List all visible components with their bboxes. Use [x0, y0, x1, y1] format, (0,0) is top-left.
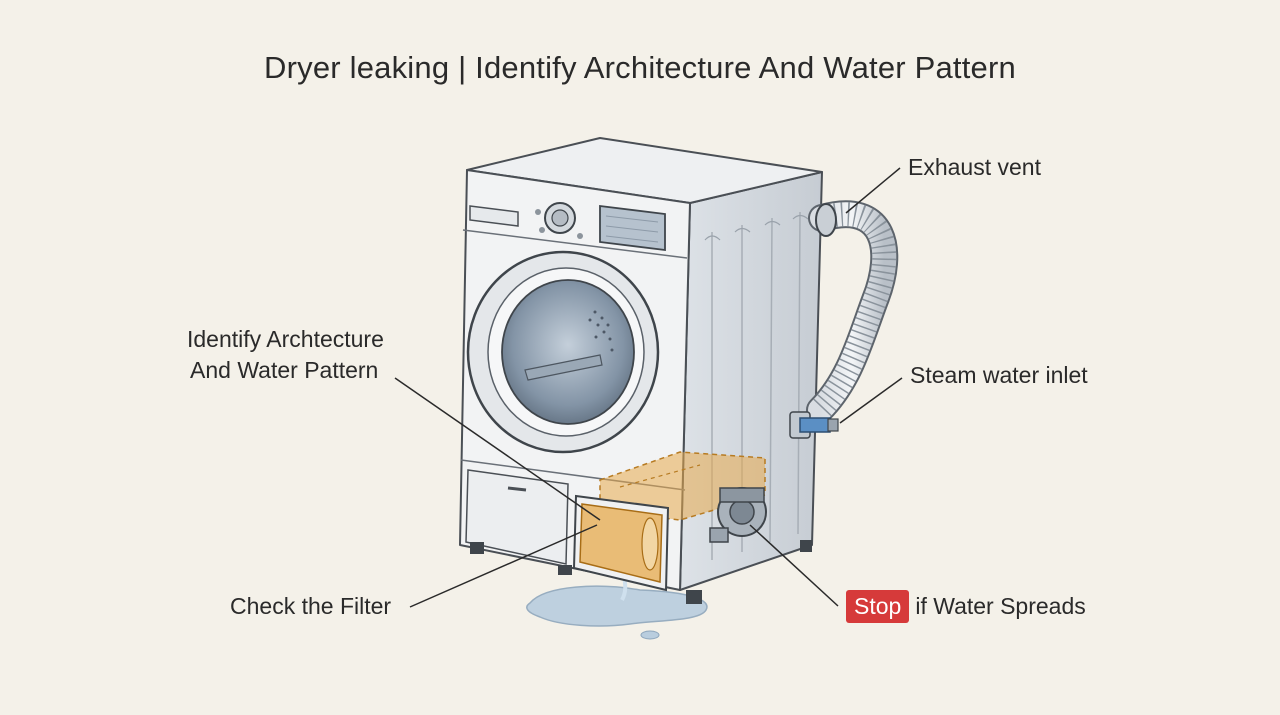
label-identify-line1: Identify Archtecture: [187, 326, 384, 352]
dryer-drum: [501, 279, 635, 425]
drawer-handle: [469, 205, 519, 227]
leader-exhaust-vent: [845, 167, 901, 214]
stop-badge: Stop: [846, 590, 910, 623]
exhaust-vent-collar: [815, 203, 837, 237]
leader-steam-inlet: [839, 377, 903, 424]
drain-pump: [709, 487, 767, 543]
display-panel: [599, 204, 666, 252]
label-steam-water-inlet: Steam water inlet: [910, 362, 1088, 388]
water-drop: [640, 630, 660, 640]
lint-filter: [579, 503, 663, 583]
lower-panel: [465, 469, 569, 565]
stop-label-text: if Water Spreads: [915, 593, 1086, 619]
water-puddle: [526, 585, 708, 627]
leader-stop: [749, 524, 839, 607]
label-exhaust-vent: Exhaust vent: [908, 154, 1041, 180]
steam-inlet-fitting: [789, 411, 839, 439]
leader-check-filter: [409, 524, 598, 608]
leader-identify: [394, 377, 601, 521]
diagram-title: Dryer leaking | Identify Architecture An…: [264, 50, 1016, 85]
label-identify-line2: And Water Pattern: [190, 357, 379, 383]
label-check-filter: Check the Filter: [230, 593, 392, 619]
